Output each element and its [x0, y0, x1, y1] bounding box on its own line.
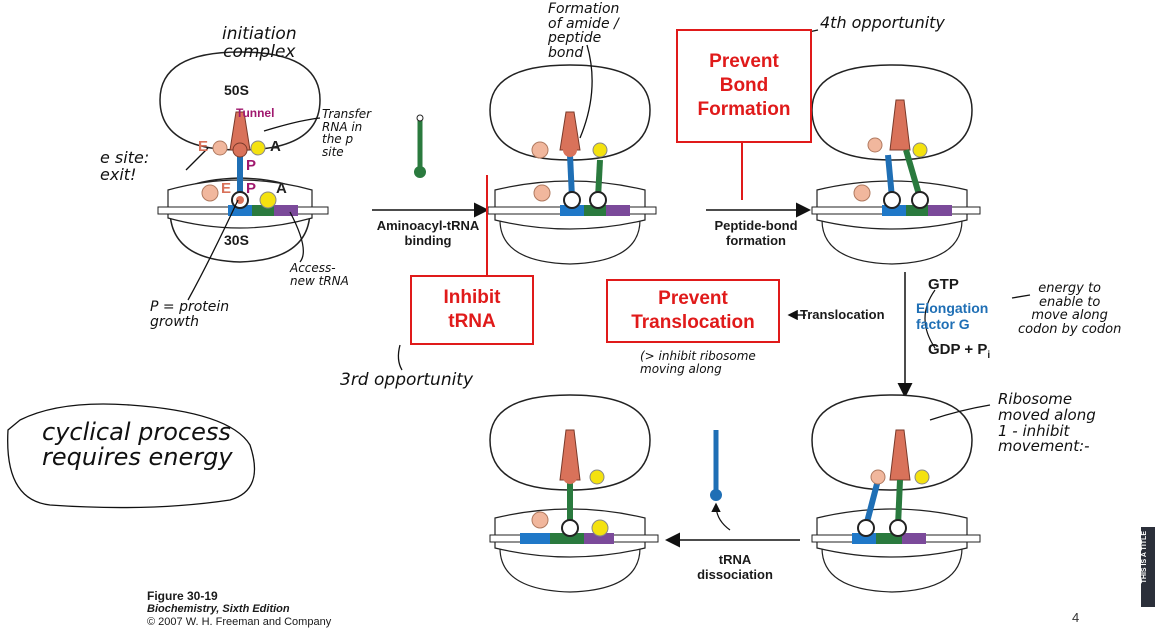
label-30s: 30S	[224, 232, 249, 248]
note-p-protein: P = protein growth	[150, 299, 230, 330]
site-a-top: A	[270, 138, 281, 155]
step-aminoacyl-label: Aminoacyl-tRNA binding	[376, 218, 480, 248]
gtp-label: GTP	[928, 276, 959, 293]
ribosome-initiation	[157, 51, 329, 263]
gtp-curve	[924, 289, 936, 349]
prevent-translocation-box: Prevent Translocation	[606, 279, 780, 343]
incoming-trna	[414, 114, 426, 178]
note-e-site: e site: exit!	[100, 148, 150, 184]
caption-book: Biochemistry, Sixth Edition	[147, 603, 290, 615]
gdp-label: GDP + Pi	[928, 341, 991, 361]
site-p-bottom: P	[246, 180, 257, 197]
note-formation: Formation of amide / peptide bond	[548, 1, 620, 62]
note-pointers	[7, 29, 1031, 509]
note-transfer-rna: Transfer RNA in the p site	[322, 107, 372, 159]
note-cyclical: cyclical process requires energy	[42, 418, 233, 472]
site-a-bottom: A	[276, 180, 287, 197]
note-initiation: initiation complex	[222, 24, 297, 62]
inhibit-trna-box: Inhibit tRNA	[410, 275, 534, 345]
ribosome-2	[487, 64, 657, 265]
step-peptide-label: Peptide-bond formation	[714, 218, 798, 248]
note-access-new: Access- new tRNA	[290, 261, 349, 288]
note-third: 3rd opportunity	[340, 370, 474, 390]
elongation-factor-label: Elongation factor G	[916, 300, 989, 332]
caption-copyright: © 2007 W. H. Freeman and Company	[147, 616, 332, 628]
prevent-bond-box: Prevent Bond Formation	[676, 29, 812, 143]
site-e-bottom: E	[221, 180, 232, 197]
ribosome-4	[811, 394, 981, 593]
caption-figure: Figure 30-19	[147, 589, 218, 603]
page-number: 4	[1072, 610, 1080, 625]
step-dissociation-label: tRNA dissociation	[697, 552, 773, 582]
label-50s: 50S	[224, 82, 249, 98]
step-translocation-label: Translocation	[800, 307, 885, 322]
site-e-top: E	[198, 138, 209, 155]
ribosome-3	[811, 64, 981, 265]
note-fourth: 4th opportunity	[820, 13, 945, 32]
site-p-top: P	[246, 157, 257, 174]
note-energy: energy to enable to move along codon by …	[1018, 281, 1122, 337]
side-tab: THIS IS A TITLE	[1141, 527, 1155, 607]
leaving-trna	[710, 430, 731, 531]
label-tunnel: Tunnel	[236, 106, 275, 120]
ribosome-5	[489, 394, 659, 593]
note-inhibit-ribosome: (> inhibit ribosome moving along	[640, 349, 756, 376]
note-ribosome-moved: Ribosome moved along 1 - inhibit movemen…	[998, 390, 1096, 456]
